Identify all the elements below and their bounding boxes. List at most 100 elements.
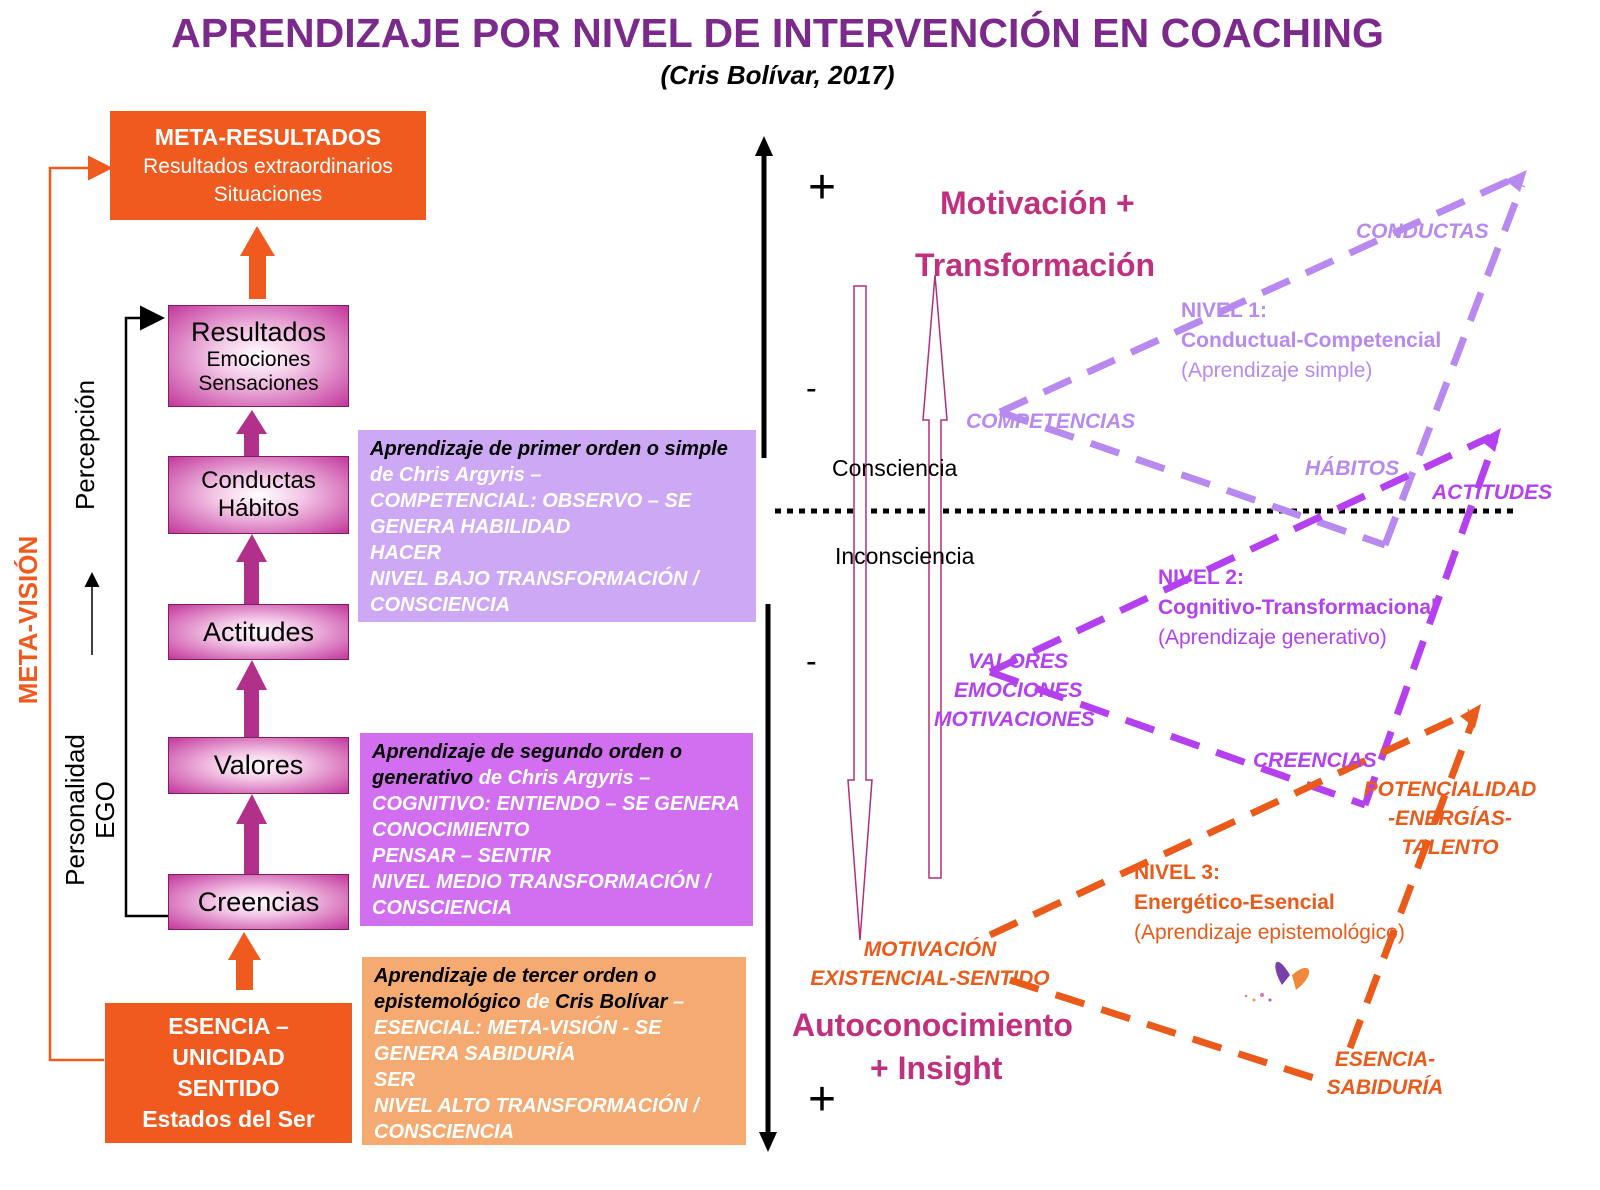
info-box-de: de [520,991,556,1013]
hollow-up-arrow [922,274,948,879]
actitudes-box: Actitudes [168,604,349,660]
resultados-title: Resultados [190,316,327,347]
info-box-dash: – [667,991,685,1013]
nivel3-label: NIVEL 3: Energético-Esencial (Aprendizaj… [1134,858,1405,948]
info-box-line: NIVEL ALTO TRANSFORMACIÓN / CONSCIENCIA [374,1095,699,1143]
conductas-line1: Conductas [201,467,316,494]
nivel2-triangle [988,433,1499,809]
actitudes-label: Actitudes [202,616,315,647]
page-title: APRENDIZAJE POR NIVEL DE INTERVENCIÓN EN… [171,10,1384,56]
esencia-line3: SENTIDO [177,1075,280,1101]
tag-actitudes: ACTITUDES [1432,481,1553,504]
esencia-box: ESENCIA – UNICIDAD SENTIDO Estados del S… [105,1003,352,1143]
tag-existencial-sentido: EXISTENCIAL-SENTIDO [810,967,1050,990]
meta-vision-connector [48,155,113,1062]
down-arrow-black [759,604,777,1152]
tag-conductas: CONDUCTAS [1356,220,1489,243]
nivel3-name: Energético-Esencial [1134,891,1335,914]
creencias-label: Creencias [197,886,320,917]
info-box-second-order: Aprendizaje de segundo orden o generativ… [360,733,753,926]
tag-emociones: EMOCIONES [954,679,1083,702]
resultados-line2: Sensaciones [198,371,319,395]
percepcion-label: Percepción [70,379,100,511]
perception-connector [124,305,168,918]
tag-talento: TALENTO [1401,836,1499,859]
info-box-first-order: Aprendizaje de primer orden o simple de … [358,430,756,622]
info-box-head: Aprendizaje de primer orden o simple [370,438,728,460]
info-box-line: COMPETENCIAL: OBSERVO – SE GENERA HABILI… [370,490,692,538]
minus-sign-2: - [806,643,817,679]
autoconocimiento-label: Autoconocimiento [792,1007,1073,1043]
meta-resultados-box: META-RESULTADOS Resultados extraordinari… [110,111,426,220]
info-box-line: PENSAR – SENTIR [372,845,551,867]
esencia-line2: UNICIDAD [172,1044,285,1070]
conductas-box: Conductas Hábitos [168,456,349,534]
nivel1-triangle [998,174,1526,549]
tag-habitos: HÁBITOS [1305,457,1400,480]
tag-creencias: CREENCIAS [1253,749,1377,772]
insight-label: + Insight [870,1050,1003,1086]
info-box-line: NIVEL MEDIO TRANSFORMACIÓN / CONSCIENCIA [372,871,711,919]
nivel3-triangle [988,708,1479,1084]
nivel3-sub: (Aprendizaje epistemológico) [1134,921,1405,944]
info-box-line: ESENCIAL: META-VISIÓN - SE GENERA SABIDU… [374,1017,662,1065]
tag-potencialidad-line: POTENCIALIDAD [1363,778,1537,801]
nivel2-sub: (Aprendizaje generativo) [1158,626,1387,649]
inconsciencia-label: Inconsciencia [835,543,975,569]
info-box-line: NIVEL BAJO TRANSFORMACIÓN / CONSCIENCIA [370,568,699,616]
tag-valores: VALORES [968,650,1068,673]
tag-esencia-sabiduria: ESENCIA- SABIDURÍA [1300,1046,1470,1102]
tag-motivacion: MOTIVACIÓN [863,938,997,961]
nivel1-sub: (Aprendizaje simple) [1181,359,1373,382]
tag-competencias: COMPETENCIAS [966,410,1136,433]
minus-sign-1: - [806,370,817,406]
esencia-line4: Estados del Ser [142,1106,315,1132]
nivel1-name: Conductual-Competencial [1181,329,1442,352]
tag-motivacion-existencial: MOTIVACIÓN EXISTENCIAL-SENTIDO [790,935,1070,993]
resultados-line1: Emociones [206,347,311,371]
info-box-author: de Chris Argyris – [370,464,542,486]
plus-sign-top: + [808,161,837,214]
valores-box: Valores [168,737,349,794]
meta-resultados-line2: Situaciones [213,183,323,206]
info-box-line: SER [374,1069,416,1091]
valores-label: Valores [213,750,304,780]
info-box-author: de Chris Argyris – [473,767,651,789]
info-box-line: COGNITIVO: ENTIENDO – SE GENERA CONOCIMI… [372,793,740,841]
orange-up-arrow-top [240,226,275,299]
conductas-line2: Hábitos [217,495,300,522]
info-box-line: HACER [370,542,442,564]
magenta-arrows [236,410,267,874]
meta-resultados-line1: Resultados extraordinarios [143,155,393,178]
tag-energias: -ENERGÍAS- [1388,807,1512,830]
creencias-box: Creencias [168,874,349,930]
meta-vision-label: META-VISIÓN [13,535,43,705]
ego-label: EGO [90,781,120,839]
info-box-third-order: Aprendizaje de tercer orden o epistemoló… [362,957,746,1145]
tag-esencia: ESENCIA- [1334,1048,1436,1071]
page-subtitle: (Cris Bolívar, 2017) [660,60,895,90]
hollow-down-arrow [847,285,873,941]
butterfly-icon [1244,961,1310,1002]
motivacion-label: Motivación + [940,185,1135,221]
orange-up-arrow-bottom [228,932,261,990]
meta-resultados-title: META-RESULTADOS [154,124,382,150]
personalidad-label: Personalidad [60,734,90,886]
esencia-line1: ESENCIA – [168,1013,289,1039]
info-box-author: Cris Bolívar [555,991,668,1013]
tag-sabiduria: SABIDURÍA [1326,1076,1444,1099]
up-arrow-black [755,136,773,458]
nivel2-name: Cognitivo-Transformacional [1158,596,1437,619]
transformacion-label: Transformación [915,247,1156,283]
nivel2-title: NIVEL 2: [1158,566,1244,589]
nivel1-label: NIVEL 1: Conductual-Competencial (Aprend… [1181,296,1441,386]
consciencia-label: Consciencia [832,455,958,481]
nivel2-label: NIVEL 2: Cognitivo-Transformacional (Apr… [1158,563,1437,653]
nivel1-title: NIVEL 1: [1181,299,1267,322]
info-box-head: Aprendizaje de tercer orden o epistemoló… [374,965,657,1013]
tag-motivaciones: MOTIVACIONES [934,708,1095,731]
info-box-head: Aprendizaje de segundo orden o generativ… [372,741,683,789]
resultados-box: Resultados Emociones Sensaciones [168,305,349,407]
